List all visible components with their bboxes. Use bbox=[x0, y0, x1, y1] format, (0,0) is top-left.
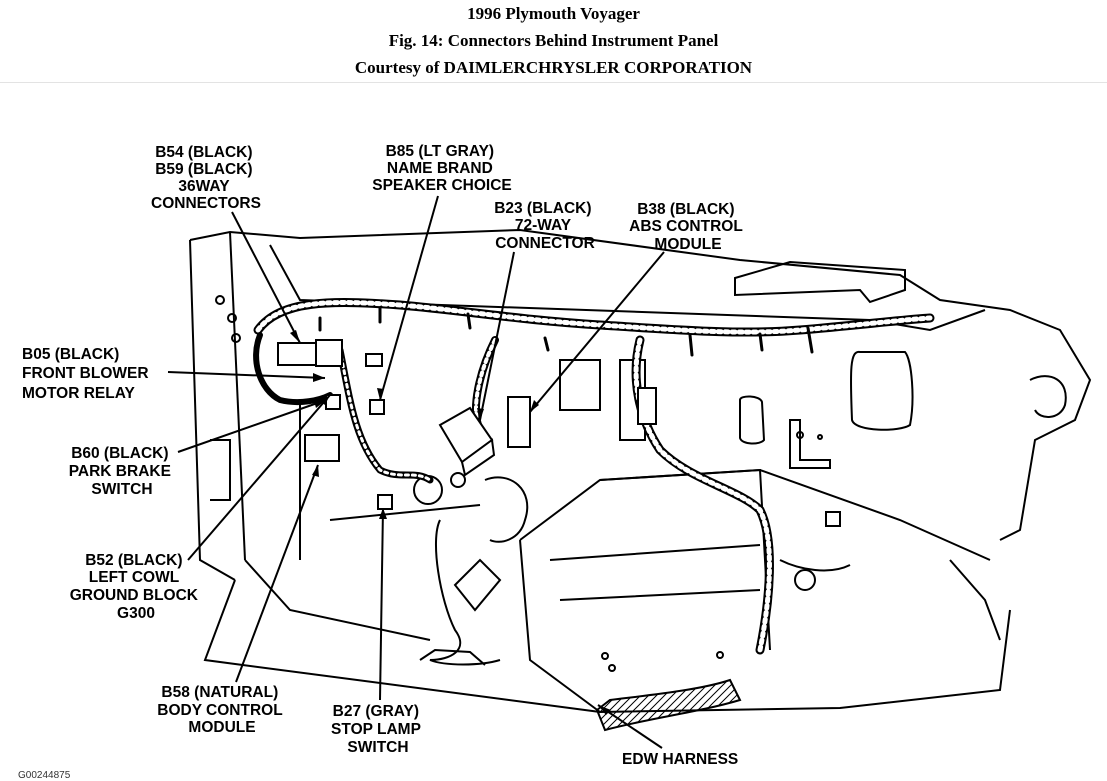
leader-lines bbox=[167, 195, 665, 749]
label-b38: B38 (BLACK) ABS CONTROL MODULE bbox=[629, 201, 747, 253]
leader-b85 bbox=[379, 195, 439, 401]
page-header: 1996 Plymouth Voyager Fig. 14: Connector… bbox=[0, 0, 1107, 83]
label-b60: B60 (BLACK) PARK BRAKE SWITCH bbox=[69, 445, 176, 498]
leader-b58 bbox=[235, 464, 319, 683]
callout-labels: B54 (BLACK) B59 (BLACK) 36WAY CONNECTORS… bbox=[22, 143, 747, 768]
leader-b23 bbox=[479, 251, 515, 421]
label-b54: B54 (BLACK) B59 (BLACK) 36WAY CONNECTORS bbox=[151, 144, 261, 212]
leader-arrows bbox=[290, 330, 611, 715]
panel-holes bbox=[215, 295, 841, 672]
label-b05: B05 (BLACK) FRONT BLOWER MOTOR RELAY bbox=[22, 346, 153, 402]
wiring-harness bbox=[253, 298, 935, 655]
leader-b27 bbox=[379, 507, 384, 701]
label-edw: EDW HARNESS bbox=[622, 751, 738, 768]
courtesy-line: Courtesy of DAIMLERCHRYSLER CORPORATION bbox=[354, 58, 753, 77]
abs-bracket bbox=[734, 260, 906, 304]
leader-b52 bbox=[187, 394, 331, 561]
module-b58 bbox=[304, 434, 340, 462]
label-b58: B58 (NATURAL) BODY CONTROL MODULE bbox=[157, 684, 286, 736]
label-b23: B23 (BLACK) 72-WAY CONNECTOR bbox=[494, 200, 596, 252]
connector-b54-b59 bbox=[277, 342, 317, 366]
instrument-panel-diagram: B54 (BLACK) B59 (BLACK) 36WAY CONNECTORS… bbox=[22, 143, 1092, 768]
leader-b05 bbox=[167, 371, 326, 379]
switch-b27 bbox=[377, 494, 393, 510]
connector-block bbox=[315, 339, 343, 367]
label-b52: B52 (BLACK) LEFT COWL GROUND BLOCK G300 bbox=[70, 552, 203, 622]
leader-b54 bbox=[231, 211, 301, 344]
connectors bbox=[277, 339, 657, 510]
label-b85: B85 (LT GRAY) NAME BRAND SPEAKER CHOICE bbox=[372, 143, 512, 194]
page-title: 1996 Plymouth Voyager bbox=[467, 4, 640, 23]
leader-b60 bbox=[177, 399, 327, 453]
edw-harness bbox=[595, 678, 742, 732]
label-b27: B27 (GRAY) STOP LAMP SWITCH bbox=[331, 703, 425, 756]
figure-code: G00244875 bbox=[18, 770, 71, 781]
leader-b38 bbox=[529, 251, 665, 413]
module-b38 bbox=[507, 396, 531, 448]
figure-caption: Fig. 14: Connectors Behind Instrument Pa… bbox=[388, 31, 719, 50]
connector-b85 bbox=[369, 399, 385, 415]
